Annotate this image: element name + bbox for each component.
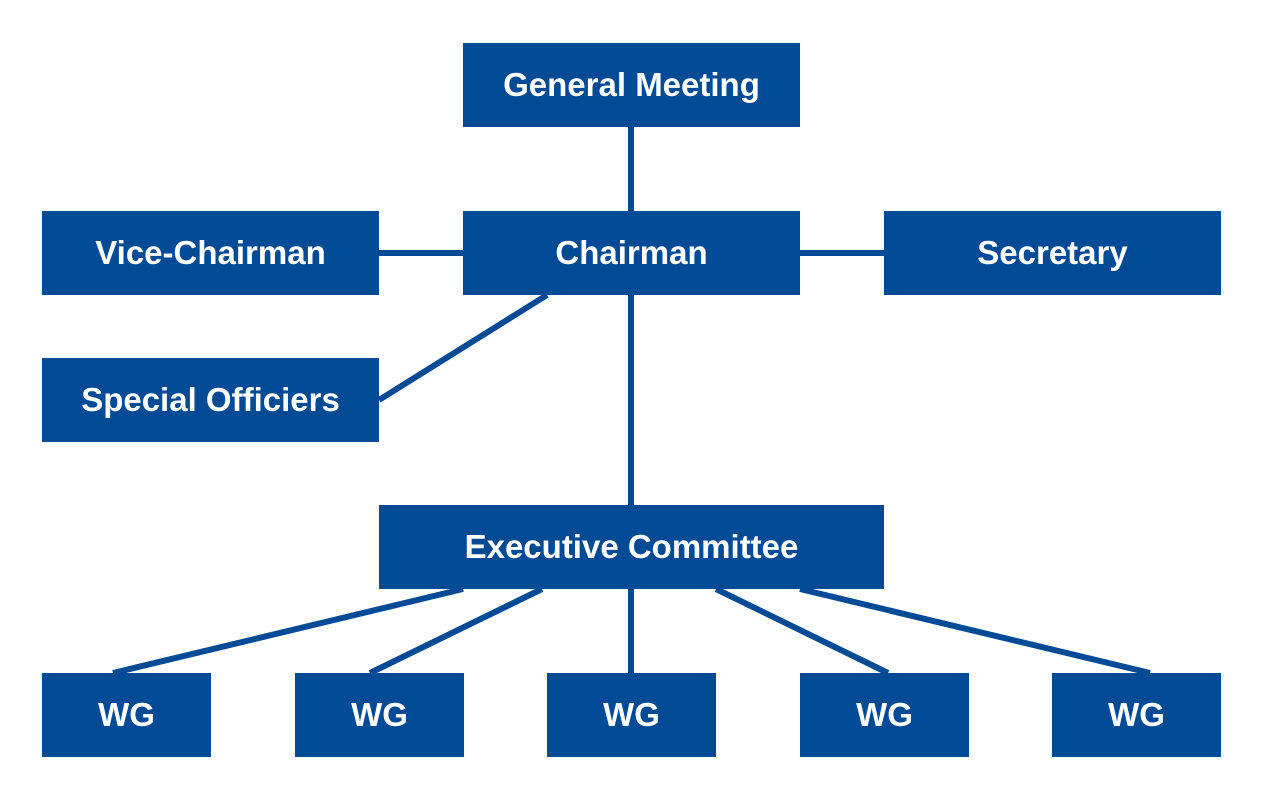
general-meeting-box: General Meeting	[463, 43, 800, 127]
vice-chairman-box: Vice-Chairman	[42, 211, 379, 295]
working-group-label: WG	[603, 696, 660, 733]
working-group-label: WG	[351, 696, 408, 733]
secretary-label: Secretary	[977, 234, 1128, 271]
vice-chairman-label: Vice-Chairman	[95, 234, 326, 271]
working-group-box-5: WG	[1052, 673, 1221, 757]
working-group-label: WG	[1108, 696, 1165, 733]
connector-executive-wg-2	[368, 586, 544, 676]
chairman-label: Chairman	[555, 234, 708, 271]
working-group-box-2: WG	[295, 673, 464, 757]
executive-committee-box: Executive Committee	[379, 505, 884, 589]
working-group-label: WG	[856, 696, 913, 733]
chairman-box: Chairman	[463, 211, 800, 295]
working-group-box-1: WG	[42, 673, 211, 757]
special-officers-box: Special Officiers	[42, 358, 379, 442]
special-officers-label: Special Officiers	[81, 381, 340, 418]
connector-chairman-special-officers	[377, 292, 549, 403]
working-group-box-3: WG	[547, 673, 716, 757]
secretary-box: Secretary	[884, 211, 1221, 295]
working-group-label: WG	[98, 696, 155, 733]
connector-executive-wg-4	[714, 586, 890, 676]
general-meeting-label: General Meeting	[503, 66, 760, 103]
connector-executive-wg-5	[799, 586, 1151, 676]
executive-committee-label: Executive Committee	[464, 528, 799, 565]
working-group-box-4: WG	[800, 673, 969, 757]
connector-executive-wg-1	[112, 586, 464, 676]
